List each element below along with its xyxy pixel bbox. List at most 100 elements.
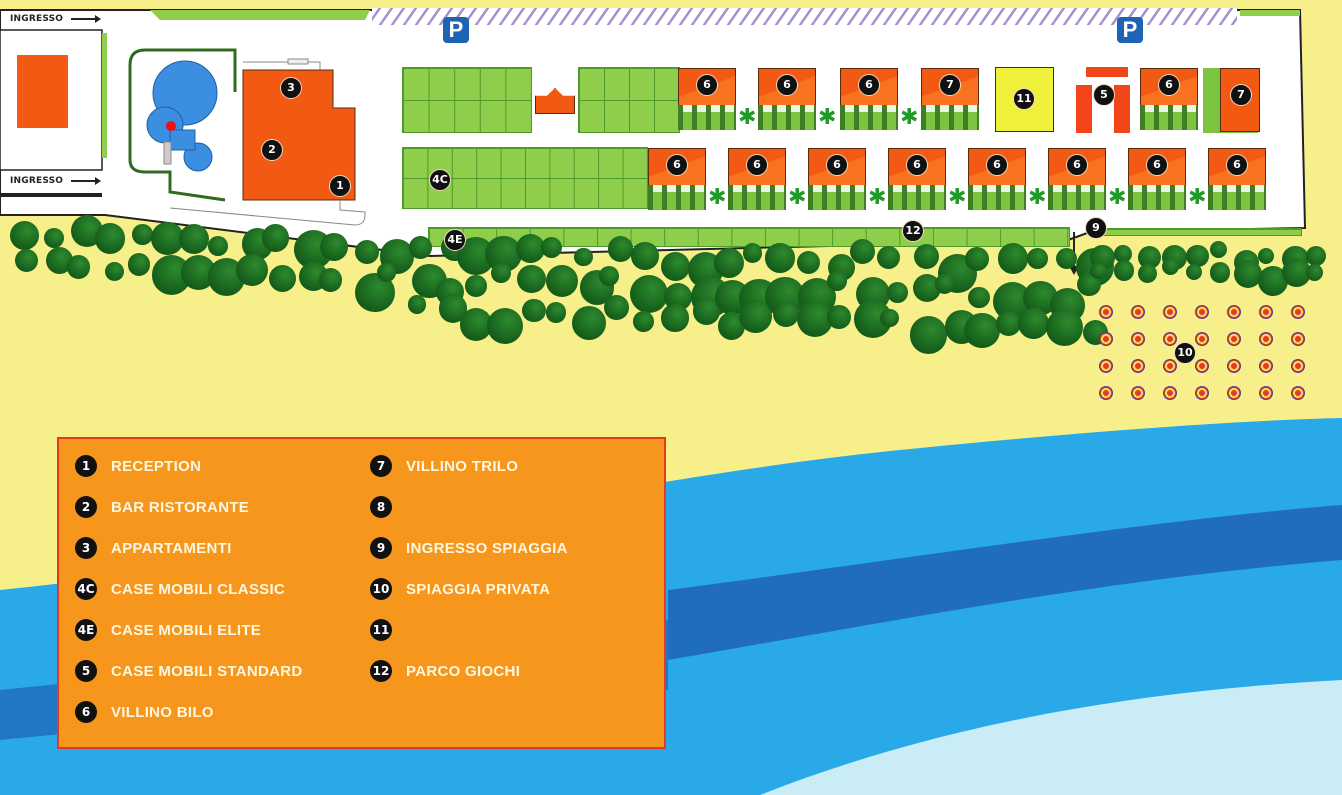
villa-marker[interactable]: 6 bbox=[858, 74, 880, 96]
entrance-text: INGRESSO bbox=[10, 14, 64, 24]
villa-marker[interactable]: 6 bbox=[776, 74, 798, 96]
villa-bilo[interactable]: 6 bbox=[758, 68, 816, 130]
villa-bilo[interactable]: 6 bbox=[1140, 68, 1198, 130]
marker-beach-entrance[interactable]: 9 bbox=[1085, 217, 1107, 239]
villa-marker[interactable]: 7 bbox=[939, 74, 961, 96]
tree-icon bbox=[1306, 264, 1323, 282]
umbrella-icon bbox=[1259, 305, 1273, 319]
umbrella-icon bbox=[1291, 386, 1305, 400]
legend-label: INGRESSO SPIAGGIA bbox=[406, 539, 568, 557]
villa-marker[interactable]: 6 bbox=[1226, 154, 1248, 176]
tree-icon bbox=[355, 240, 380, 265]
tree-icon bbox=[827, 305, 851, 329]
tree-icon bbox=[995, 310, 1022, 337]
marker-trilo[interactable]: 7 bbox=[1230, 84, 1252, 106]
umbrella-icon bbox=[1259, 386, 1273, 400]
umbrella-icon bbox=[1195, 332, 1209, 346]
parking-icon: P bbox=[1117, 17, 1143, 43]
tree-icon bbox=[15, 248, 39, 273]
marker-bar[interactable]: 2 bbox=[261, 139, 283, 161]
tree-icon bbox=[849, 239, 875, 265]
tree-icon bbox=[1138, 263, 1157, 283]
marker-standard[interactable]: 5 bbox=[1093, 84, 1115, 106]
tree-icon bbox=[1282, 258, 1311, 287]
villa-trilo[interactable]: 7 bbox=[921, 68, 979, 130]
marker-private-beach[interactable]: 10 bbox=[1174, 342, 1196, 364]
left-building bbox=[17, 55, 68, 128]
villa-bilo[interactable]: 6 bbox=[648, 148, 706, 210]
legend-marker: 8 bbox=[370, 496, 392, 518]
legend-item: 11 bbox=[370, 619, 406, 643]
villa-bilo[interactable]: 6 bbox=[728, 148, 786, 210]
legend-label: CASE MOBILI ELITE bbox=[111, 621, 262, 639]
legend-label: SPIAGGIA PRIVATA bbox=[406, 580, 551, 598]
tree-icon bbox=[465, 275, 487, 297]
tree-icon bbox=[887, 282, 908, 303]
villa-marker[interactable]: 6 bbox=[826, 154, 848, 176]
villa-marker[interactable]: 6 bbox=[746, 154, 768, 176]
tree-icon bbox=[1090, 262, 1107, 280]
legend-label: RECEPTION bbox=[111, 457, 202, 475]
villa-marker[interactable]: 6 bbox=[696, 74, 718, 96]
palm-icon: ✱ bbox=[788, 185, 807, 210]
parking-icon: P bbox=[443, 17, 469, 43]
umbrella-icon bbox=[1195, 386, 1209, 400]
legend-label: CASE MOBILI CLASSIC bbox=[111, 580, 286, 598]
left-lot-lower bbox=[0, 193, 102, 197]
umbrella-icon bbox=[1131, 359, 1145, 373]
tree-icon bbox=[522, 298, 546, 322]
tree-icon bbox=[320, 232, 349, 261]
tree-icon bbox=[1046, 309, 1084, 347]
villa-bilo[interactable]: 6 bbox=[678, 68, 736, 130]
entrance-label-bottom: INGRESSO bbox=[10, 176, 102, 186]
villa-lawn bbox=[968, 185, 1026, 210]
tree-icon bbox=[409, 236, 432, 259]
villa-lawn bbox=[648, 185, 706, 210]
tree-icon bbox=[132, 223, 154, 245]
villa-marker[interactable]: 6 bbox=[666, 154, 688, 176]
building-path bbox=[169, 61, 366, 226]
marker-apartments[interactable]: 3 bbox=[280, 77, 302, 99]
villa-bilo[interactable]: 6 bbox=[1128, 148, 1186, 210]
villa-bilo[interactable]: 6 bbox=[968, 148, 1026, 210]
tree-icon bbox=[964, 246, 989, 271]
marker-classic[interactable]: 4C bbox=[429, 169, 451, 191]
marker-playground[interactable]: 12 bbox=[902, 220, 924, 242]
villa-lawn bbox=[1128, 185, 1186, 210]
villa-marker[interactable]: 6 bbox=[906, 154, 928, 176]
tree-icon bbox=[545, 265, 578, 298]
umbrella-icon bbox=[1227, 359, 1241, 373]
marker-reception[interactable]: 1 bbox=[329, 175, 351, 197]
marker-unit-11[interactable]: 11 bbox=[1013, 88, 1035, 110]
palm-icon: ✱ bbox=[708, 185, 727, 210]
standard-home bbox=[1114, 85, 1130, 133]
villa-bilo[interactable]: 6 bbox=[808, 148, 866, 210]
villa-marker[interactable]: 6 bbox=[1146, 154, 1168, 176]
legend-marker: 5 bbox=[75, 660, 97, 682]
villa-bilo[interactable]: 6 bbox=[1048, 148, 1106, 210]
tree-icon bbox=[1018, 308, 1050, 340]
tree-icon bbox=[151, 222, 184, 256]
villa-bilo[interactable]: 6 bbox=[1208, 148, 1266, 210]
umbrella-icon bbox=[1163, 386, 1177, 400]
villa-marker[interactable]: 6 bbox=[1158, 74, 1180, 96]
tree-icon bbox=[997, 243, 1029, 274]
tree-icon bbox=[877, 245, 901, 269]
umbrella-icon bbox=[1099, 305, 1113, 319]
marker-elite[interactable]: 4E bbox=[444, 229, 466, 251]
tree-icon bbox=[909, 316, 948, 354]
umbrella-icon bbox=[1099, 359, 1113, 373]
standard-home bbox=[1076, 85, 1092, 133]
villa-marker[interactable]: 6 bbox=[986, 154, 1008, 176]
entrance-label-top: INGRESSO bbox=[10, 14, 102, 24]
legend-marker: 7 bbox=[370, 455, 392, 477]
umbrella-icon bbox=[1131, 386, 1145, 400]
umbrella-icon bbox=[1131, 332, 1145, 346]
villa-marker[interactable]: 6 bbox=[1066, 154, 1088, 176]
villa-bilo[interactable]: 6 bbox=[888, 148, 946, 210]
villa-bilo[interactable]: 6 bbox=[840, 68, 898, 130]
